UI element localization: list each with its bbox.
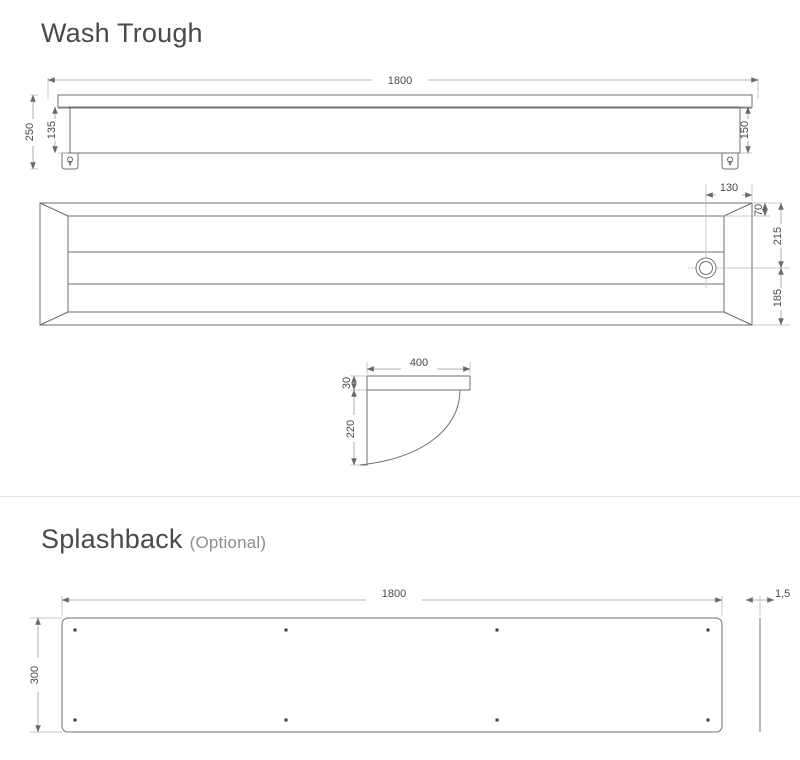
drain-hole-inner-circle — [699, 261, 713, 275]
front-elevation-view: 1800 250 135 150 — [24, 75, 759, 170]
bracket-profile-view: 400 30 220 — [341, 357, 471, 466]
page-title-wash-trough: Wash Trough — [41, 18, 203, 49]
trough-rim-profile — [57, 94, 753, 108]
dim-label-215-section: 215 — [772, 227, 784, 245]
splashback-panel-outline — [61, 617, 723, 733]
splashback-title-subtitle: (Optional) — [189, 533, 267, 552]
page-title-splashback: Splashback (Optional) — [41, 524, 266, 555]
bracket-top-plate — [366, 375, 471, 391]
dim-label-220-drop: 220 — [345, 420, 357, 438]
plan-miter-bottom-right — [723, 311, 753, 326]
dim-label-130-offset: 130 — [720, 182, 738, 194]
plan-miter-top-left — [39, 202, 69, 217]
splashback-mounting-hole — [706, 628, 710, 632]
dim-label-sb-300-height: 300 — [29, 666, 41, 684]
dim-label-400-width: 400 — [410, 357, 428, 369]
dim-label-250-height: 250 — [24, 123, 36, 141]
dim-label-15-thickness: 1,5 — [775, 588, 790, 600]
splashback-front-view: 1800 300 — [29, 588, 723, 733]
dim-label-sb-1800-length: 1800 — [382, 588, 406, 600]
bracket-gusset-profile — [359, 389, 461, 466]
dim-label-1800-length: 1800 — [388, 75, 412, 87]
dim-label-185-section: 185 — [772, 289, 784, 307]
splashback-mounting-hole — [284, 628, 288, 632]
splashback-title-text: Splashback — [41, 524, 183, 554]
trough-right-bracket-keyhole — [726, 156, 734, 167]
dim-label-150-height: 150 — [739, 121, 751, 139]
splashback-edge-view: 1,5 — [745, 588, 790, 732]
section-divider — [0, 496, 800, 497]
plan-miter-bottom-left — [39, 311, 69, 326]
splashback-mounting-hole — [706, 718, 710, 722]
splashback-mounting-hole — [284, 718, 288, 722]
dim-label-30-thickness: 30 — [341, 377, 353, 389]
dim-label-135-depth: 135 — [46, 121, 58, 139]
dim-label-70-ledge: 70 — [753, 204, 765, 216]
wash-trough-title-text: Wash Trough — [41, 18, 203, 48]
splashback-mounting-hole — [73, 628, 77, 632]
splashback-mounting-hole — [495, 628, 499, 632]
trough-left-bracket-keyhole — [66, 156, 74, 167]
plan-view: 130 70 215 185 — [39, 182, 790, 326]
plan-inner-outline — [67, 215, 725, 313]
bracket-back-spacer — [360, 390, 367, 465]
splashback-mounting-hole — [495, 718, 499, 722]
plan-miter-top-right — [723, 202, 753, 217]
splashback-mounting-hole — [73, 718, 77, 722]
